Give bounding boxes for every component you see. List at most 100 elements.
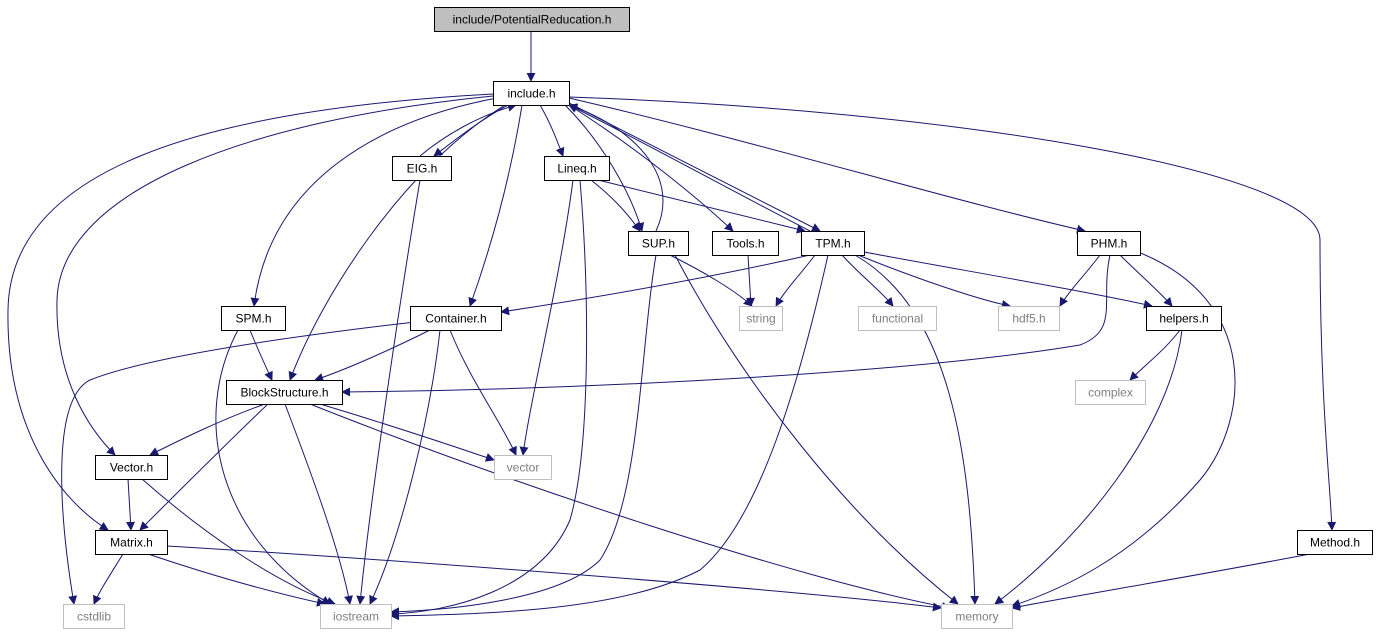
node-box [63,604,125,629]
node-box [434,7,630,32]
node-spm[interactable]: SPM.h [221,306,286,331]
node-label: Matrix.h [110,536,153,550]
edge-matrix-to-memory [166,545,942,612]
node-box [544,156,610,181]
node-functional: functional [858,306,937,331]
edge-eig-to-iostream [356,179,421,605]
edges-layer [7,31,1337,621]
node-box [1075,380,1146,405]
node-box [998,306,1060,331]
node-label: functional [872,312,923,326]
node-matrix[interactable]: Matrix.h [95,530,168,555]
node-box [1297,530,1373,555]
node-phm[interactable]: PHM.h [1077,231,1141,256]
node-label: cstdlib [77,610,111,624]
node-blockstructure[interactable]: BlockStructure.h [226,380,343,405]
edge-include-to-blockstructure [288,104,506,381]
edge-include-to-spm [250,97,498,307]
node-label: Lineq.h [557,162,596,176]
edge-container-to-vector [449,329,517,456]
node-box [410,306,502,331]
edge-tpm-to-include [568,104,811,232]
node-label: string [746,312,775,326]
edge-tpm-to-string [775,254,816,307]
edge-eig-to-include [419,102,517,157]
edge-tpm-to-container [500,254,811,316]
edge-method-to-memory [1011,553,1311,611]
edge-include-to-matrix [7,93,494,531]
node-box [1146,306,1222,331]
edge-lineq-to-tpm [597,179,806,234]
nodes-layer: include/PotentialReducation.h include.hEI… [63,7,1373,629]
edge-include-to-phm [568,97,1086,234]
edge-tpm-to-iostream [390,254,829,621]
edge-phm-to-helpers [1119,254,1173,307]
node-label: Tools.h [726,237,764,251]
node-box [392,156,452,181]
node-hdf5: hdf5.h [998,306,1060,331]
edge-blockstructure-to-memory [309,403,951,611]
node-sup[interactable]: SUP.h [628,231,689,256]
node-potentialreducation[interactable]: include/PotentialReducation.h [434,7,630,32]
edge-blockstructure-to-matrix [139,403,269,531]
edge-helpers-to-memory [994,329,1183,605]
node-label: hdf5.h [1012,312,1045,326]
node-tools[interactable]: Tools.h [712,231,779,256]
edge-spm-to-iostream [215,329,331,605]
node-box [226,380,343,405]
node-lineq[interactable]: Lineq.h [544,156,610,181]
node-tpm[interactable]: TPM.h [801,231,865,256]
edge-include-to-container [468,104,523,307]
node-label: memory [955,610,998,624]
node-label: SPM.h [235,312,271,326]
edge-include-to-lineq [539,104,565,157]
node-cstdlib: cstdlib [63,604,125,629]
node-include[interactable]: include.h [493,81,570,106]
edge-lineq-to-iostream [390,179,588,619]
edge-sup-to-iostream [390,254,657,617]
edge-container-to-cstdlib [61,321,416,605]
node-box [95,530,168,555]
edge-phm-to-blockstructure [341,254,1111,397]
edge-lineq-to-vector [519,179,574,456]
edge-tpm-to-helpers [863,251,1153,309]
edge-container-to-iostream [369,329,441,605]
node-label: iostream [333,610,379,624]
node-label: helpers.h [1159,312,1208,326]
edge-include-to-vector [56,95,494,456]
node-label: Container.h [425,312,486,326]
node-label: include.h [507,87,555,101]
edge-spm-to-blockstructure [249,329,273,381]
node-eig[interactable]: EIG.h [392,156,452,181]
node-vector: vector [494,455,552,480]
node-vector[interactable]: Vector.h [95,455,168,480]
edge-lineq-to-sup [590,179,641,232]
node-box [941,604,1013,629]
node-container[interactable]: Container.h [410,306,502,331]
edge-tpm-to-functional [841,254,894,307]
edge-blockstructure-to-vector [319,403,495,462]
node-box [493,81,570,106]
edge-phm-to-hdf5 [1059,254,1101,307]
node-label: EIG.h [407,162,438,176]
node-box [712,231,779,256]
edge-include-to-sup [564,104,645,232]
edge-phm-to-memory [1011,251,1236,608]
node-box [1077,231,1141,256]
node-box [858,306,937,331]
node-box [494,455,552,480]
node-label: vector [507,461,540,475]
node-label: Vector.h [110,461,153,475]
node-helpers[interactable]: helpers.h [1146,306,1222,331]
node-label: PHM.h [1091,237,1128,251]
edge-matrix-to-cstdlib [93,553,124,605]
edge-blockstructure-to-iostream [284,403,353,605]
node-label: Method.h [1310,536,1360,550]
edge-matrix-to-iostream [147,553,326,607]
node-box [628,231,689,256]
node-method[interactable]: Method.h [1297,530,1373,555]
node-label: SUP.h [642,237,675,251]
edge-helpers-to-complex [1129,329,1181,381]
